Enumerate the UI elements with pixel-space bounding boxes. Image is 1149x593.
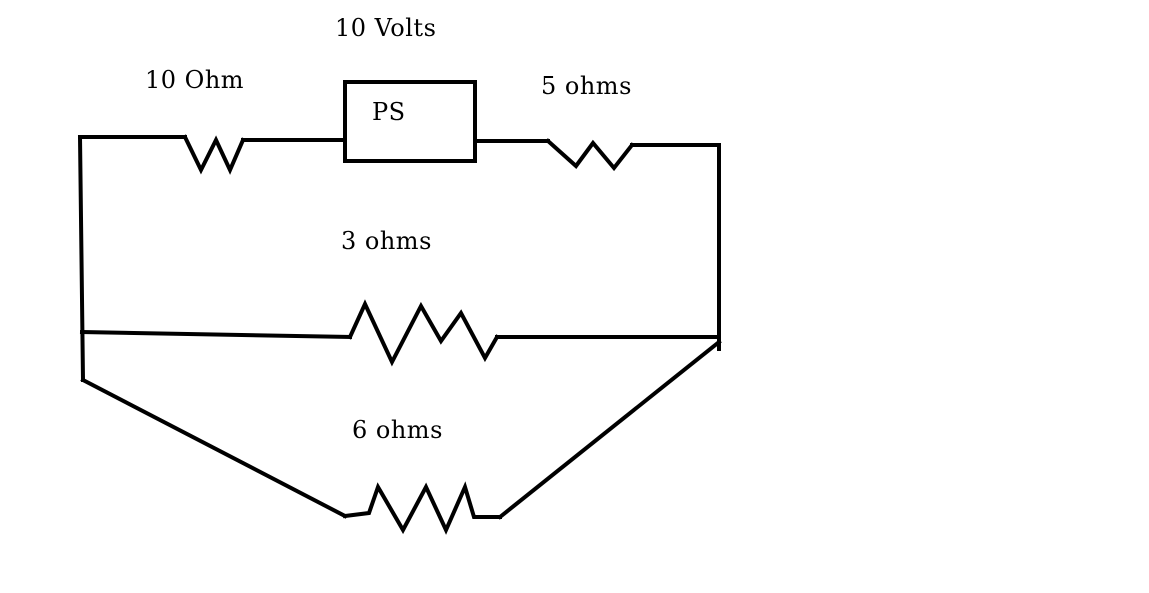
- wire-bottom-right: [497, 339, 722, 520]
- label-resistor-10-ohm: 10 Ohm: [145, 66, 244, 94]
- resistor-6-ohms: [342, 481, 502, 535]
- wire-bottom-left: [80, 377, 348, 519]
- label-source-name: PS: [372, 98, 406, 126]
- wire-middle-left: [79, 329, 353, 340]
- resistor-3-ohms: [347, 299, 500, 367]
- resistor-10-ohm: [182, 134, 246, 175]
- resistor-5-ohms: [545, 138, 635, 172]
- label-resistor-3-ohms: 3 ohms: [341, 227, 432, 255]
- label-resistor-6-ohms: 6 ohms: [352, 416, 443, 444]
- power-supply-box: [343, 80, 477, 163]
- wire-left-rail: [77, 134, 86, 383]
- label-resistor-5-ohms: 5 ohms: [541, 72, 632, 100]
- label-source-voltage: 10 Volts: [335, 14, 436, 42]
